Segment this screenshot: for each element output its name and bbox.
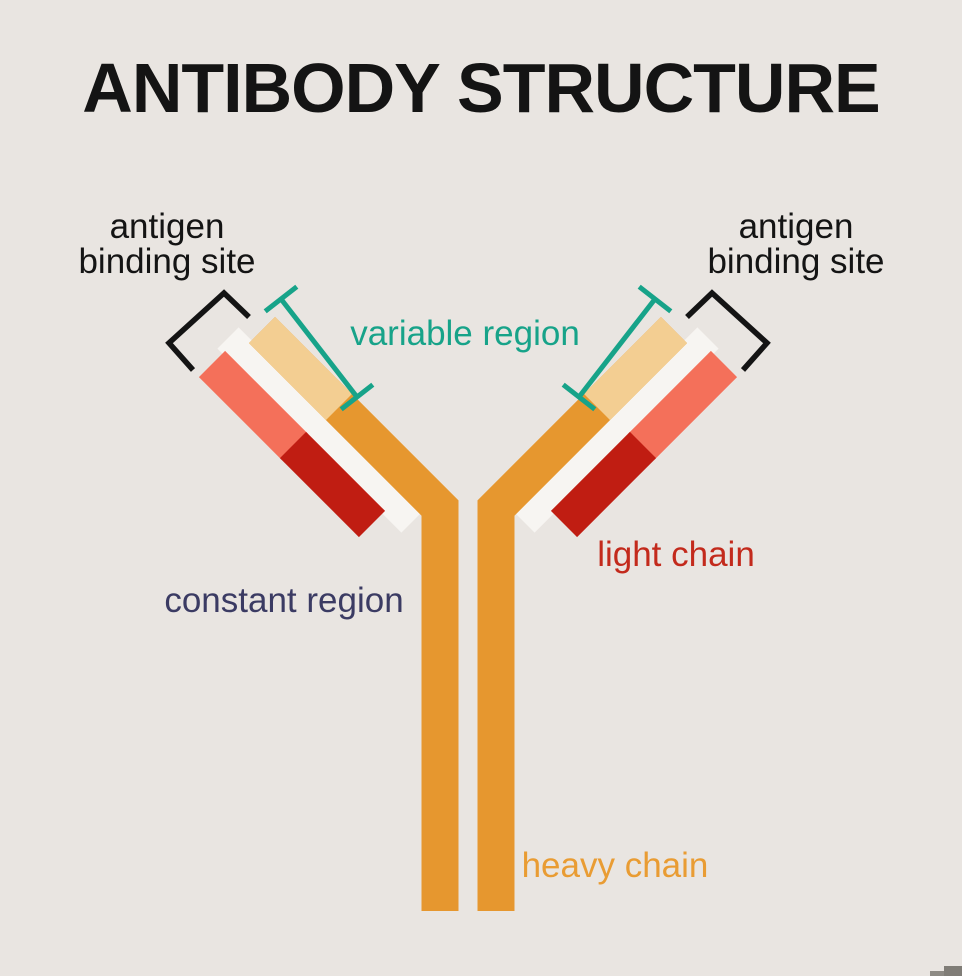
variable-bracket-left-top-tick [263, 284, 299, 314]
antigen-binding-site-label-left-line1: antigen [110, 207, 225, 246]
constant-region-label: constant region [164, 581, 403, 620]
chain-gap-left [217, 327, 423, 533]
variable-bracket-right-bottom-tick [561, 382, 597, 412]
light-chain-right-variable-segment [627, 350, 738, 461]
variable-bracket-left-bottom-tick [339, 382, 375, 412]
light-chain-left-constant-segment [279, 431, 386, 538]
light-chain-label: light chain [597, 535, 755, 574]
corner-watermark-mark [930, 966, 962, 976]
antigen-binding-site-label-right-line1: antigen [739, 207, 854, 246]
binding-site-bracket-right [685, 289, 771, 372]
heavy-chain-label: heavy chain [522, 846, 709, 885]
corner-mark-upper [944, 966, 962, 976]
variable-bracket-right-line [577, 297, 657, 399]
chain-gap-right [513, 327, 719, 533]
light-chain-left-variable-segment [198, 350, 309, 461]
heavy-chain-right-variable-tip [583, 316, 688, 421]
antigen-binding-site-label-left-line2: binding site [78, 242, 255, 281]
variable-bracket-left-line [279, 297, 359, 399]
variable-region-bracket-left [263, 284, 375, 412]
antigen-binding-site-label-right-line2: binding site [707, 242, 884, 281]
variable-region-label: variable region [350, 314, 580, 353]
variable-bracket-right-top-tick [637, 284, 673, 314]
variable-region-bracket-right [561, 284, 673, 412]
light-chain-right-constant-segment [550, 431, 657, 538]
heavy-chain-left-variable-tip [248, 316, 353, 421]
binding-site-bracket-left [165, 289, 251, 372]
page-title: ANTIBODY STRUCTURE [82, 49, 879, 127]
